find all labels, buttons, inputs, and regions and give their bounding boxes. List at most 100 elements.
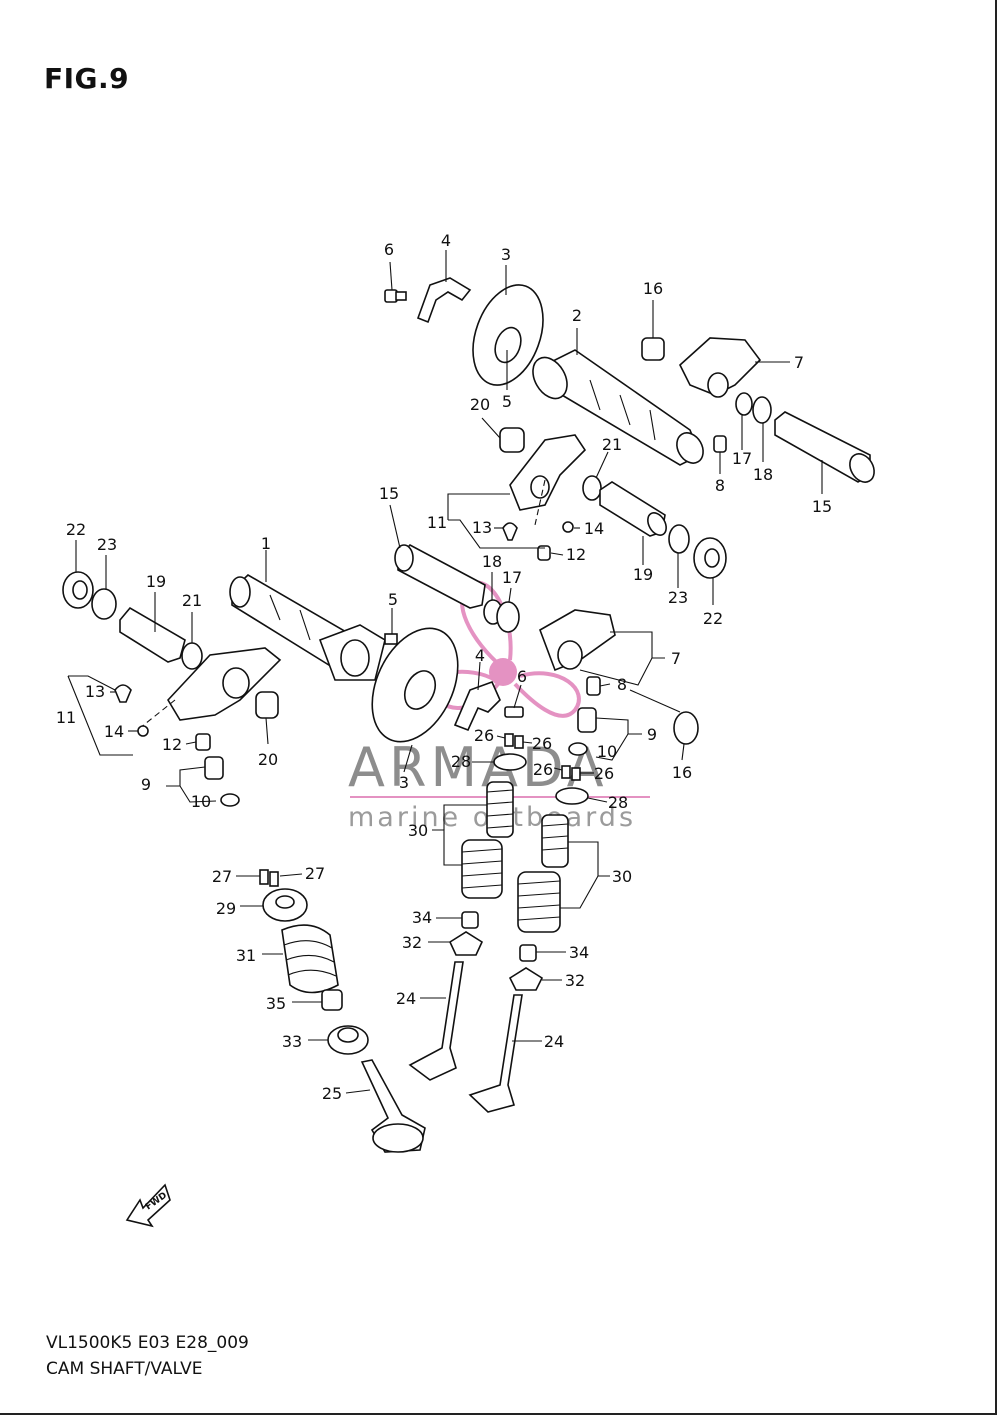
callout-33: 33 bbox=[282, 1032, 302, 1051]
callout-7: 7 bbox=[671, 649, 681, 668]
valve-24-a bbox=[408, 961, 464, 1081]
callout-13: 13 bbox=[85, 682, 105, 701]
callout-17: 17 bbox=[502, 568, 522, 587]
callout-26: 26 bbox=[532, 734, 552, 753]
callout-27: 27 bbox=[212, 867, 232, 886]
callout-20: 20 bbox=[470, 395, 490, 414]
callout-34: 34 bbox=[412, 908, 432, 927]
oring-17-upper bbox=[735, 392, 753, 416]
callout-21: 21 bbox=[182, 591, 202, 610]
callout-18: 18 bbox=[753, 465, 773, 484]
callout-8: 8 bbox=[715, 476, 725, 495]
tappet-9-left bbox=[204, 756, 224, 780]
adjuster-8-upper bbox=[713, 435, 727, 453]
retainer-28-b bbox=[555, 787, 589, 805]
adjuster-8-mid bbox=[586, 676, 601, 696]
callout-14: 14 bbox=[104, 722, 124, 741]
fwd-arrow-icon: FWD bbox=[125, 1183, 171, 1228]
valve-25 bbox=[360, 1059, 426, 1153]
callout-26: 26 bbox=[474, 726, 494, 745]
valve-spring-31 bbox=[281, 924, 339, 994]
callout-1: 1 bbox=[261, 534, 271, 553]
callout-labels: 1 2 3 3 4 4 5 5 6 6 7 7 8 8 9 9 10 10 11… bbox=[56, 231, 832, 1103]
valve-spring-30-outer-b bbox=[517, 871, 561, 933]
callout-30: 30 bbox=[612, 867, 632, 886]
watermark-brand: ARMADA bbox=[348, 736, 608, 799]
callout-35: 35 bbox=[266, 994, 286, 1013]
callout-16: 16 bbox=[672, 763, 692, 782]
callout-23: 23 bbox=[668, 588, 688, 607]
spring-seat-32-a bbox=[448, 931, 484, 956]
callout-3: 3 bbox=[501, 245, 511, 264]
rocker-arm-7-mid bbox=[539, 609, 616, 672]
retainer-28-a bbox=[493, 753, 527, 771]
washer-16-upper bbox=[641, 337, 665, 361]
callout-28: 28 bbox=[608, 793, 628, 812]
tappet-9-right bbox=[577, 707, 597, 733]
callout-4: 4 bbox=[441, 231, 451, 250]
bolt-5-mid bbox=[384, 633, 398, 645]
callout-32: 32 bbox=[402, 933, 422, 952]
rocker-shaft-19-left bbox=[119, 606, 186, 663]
plug-20-upper bbox=[499, 427, 525, 453]
callout-24: 24 bbox=[396, 989, 416, 1008]
adjuster-12-left bbox=[195, 733, 211, 751]
callout-17: 17 bbox=[732, 449, 752, 468]
callout-8: 8 bbox=[617, 675, 627, 694]
valve-seal-34-b bbox=[519, 944, 537, 962]
bolt-6-mid bbox=[504, 706, 524, 718]
cap-22-left bbox=[62, 571, 94, 609]
callout-34: 34 bbox=[569, 943, 589, 962]
rocker-arm-11-left bbox=[167, 647, 282, 721]
callout-10: 10 bbox=[597, 742, 617, 761]
callout-28: 28 bbox=[451, 752, 471, 771]
callout-14: 14 bbox=[584, 519, 604, 538]
valve-cotter-26-b bbox=[561, 765, 581, 781]
callout-9: 9 bbox=[141, 775, 151, 794]
rocker-shaft-15-upper bbox=[774, 411, 875, 483]
callout-7: 7 bbox=[794, 353, 804, 372]
oring-23-upper bbox=[668, 524, 690, 554]
callout-26: 26 bbox=[594, 764, 614, 783]
callout-6: 6 bbox=[517, 667, 527, 686]
cam-sprocket-3-upper bbox=[472, 284, 544, 386]
washer-16-mid bbox=[673, 711, 699, 745]
propeller-hub-icon bbox=[489, 658, 517, 686]
callout-31: 31 bbox=[236, 946, 256, 965]
oring-10-right bbox=[568, 742, 588, 756]
retainer-29 bbox=[262, 888, 308, 922]
callout-15: 15 bbox=[812, 497, 832, 516]
rocker-shaft-15-mid bbox=[394, 544, 486, 609]
callout-12: 12 bbox=[566, 545, 586, 564]
callout-22: 22 bbox=[703, 609, 723, 628]
cam-chain-guide-4-upper bbox=[416, 277, 472, 324]
callout-15: 15 bbox=[379, 484, 399, 503]
spring-seat-32-b bbox=[508, 967, 544, 991]
callout-19: 19 bbox=[633, 565, 653, 584]
callout-32: 32 bbox=[565, 971, 585, 990]
oring-17-mid bbox=[496, 601, 520, 633]
callout-18: 18 bbox=[482, 552, 502, 571]
callout-6: 6 bbox=[384, 240, 394, 259]
callout-25: 25 bbox=[322, 1084, 342, 1103]
callout-11: 11 bbox=[56, 708, 76, 727]
cam-chain-guide-4-mid bbox=[453, 680, 501, 732]
figure-name: CAM SHAFT/VALVE bbox=[46, 1359, 203, 1379]
oring-18-upper bbox=[752, 396, 772, 424]
oring-23-left bbox=[91, 588, 117, 620]
figure-title: FIG.9 bbox=[44, 62, 130, 95]
callout-9: 9 bbox=[647, 725, 657, 744]
callout-23: 23 bbox=[97, 535, 117, 554]
valve-spring-30-inner-a bbox=[486, 781, 514, 838]
callout-11: 11 bbox=[427, 513, 447, 532]
callout-19: 19 bbox=[146, 572, 166, 591]
leader-lines bbox=[67, 250, 823, 1094]
callout-30: 30 bbox=[408, 821, 428, 840]
bolt-6-upper bbox=[384, 289, 407, 303]
callout-20: 20 bbox=[258, 750, 278, 769]
callout-29: 29 bbox=[216, 899, 236, 918]
valve-spring-30-inner-b bbox=[541, 814, 569, 868]
valve-seal-35 bbox=[321, 989, 343, 1011]
callout-13: 13 bbox=[472, 518, 492, 537]
